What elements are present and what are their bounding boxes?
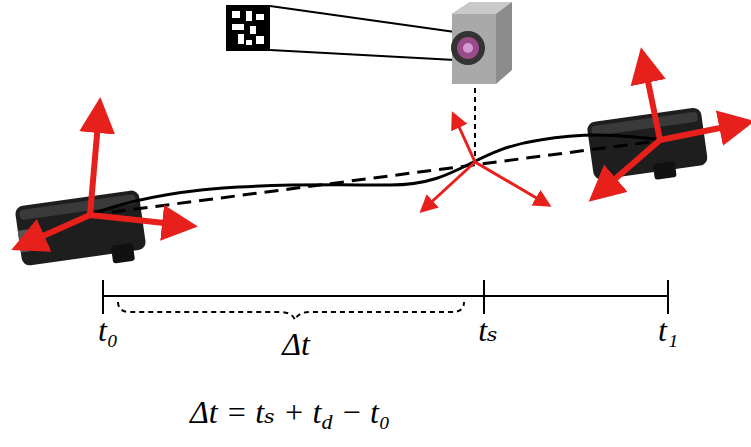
camera (451, 2, 512, 84)
camera-axes (425, 118, 545, 208)
equation: Δt = tₛ + td − t₀ (190, 396, 390, 433)
true-trajectory (90, 135, 665, 215)
imu-axes (25, 112, 183, 244)
interval-label: Δt (282, 328, 310, 360)
equation-part: − t₀ (332, 394, 390, 430)
time-label: tₛ (478, 314, 498, 346)
interpolated-trajectory (90, 140, 665, 215)
time-label: t₀ (98, 314, 118, 346)
view-line (270, 50, 455, 60)
imu-axes (600, 62, 740, 192)
equation-part: Δt = tₛ + t (190, 394, 321, 430)
timeline (103, 280, 668, 314)
interval-brace (118, 302, 464, 320)
equation-subscript: d (321, 409, 332, 434)
view-line (270, 6, 455, 32)
apriltag-marker (226, 5, 270, 51)
camera-drop-line (474, 88, 476, 156)
time-label: t₁ (658, 314, 678, 346)
